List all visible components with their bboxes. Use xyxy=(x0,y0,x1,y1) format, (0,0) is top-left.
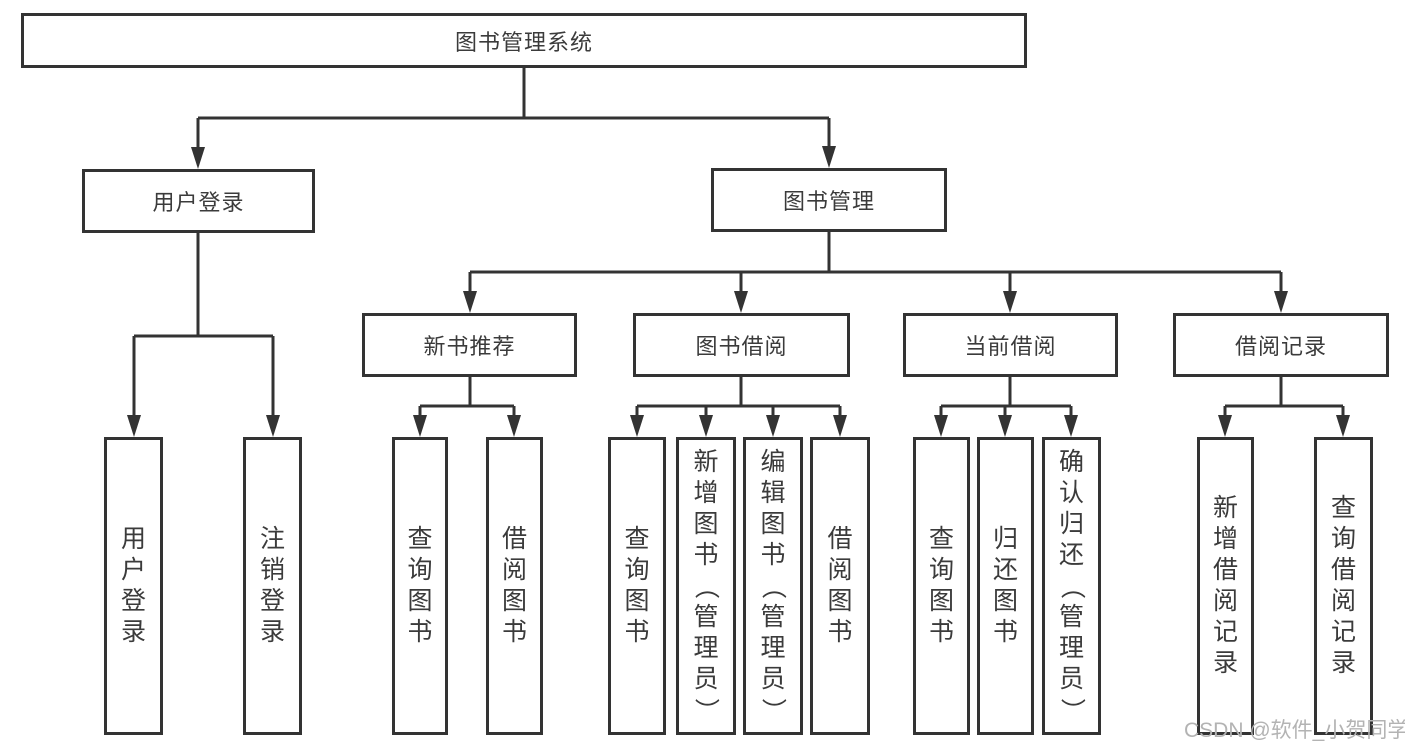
node-book-management: 图书管理 xyxy=(711,168,947,232)
node-current-borrowing: 当前借阅 xyxy=(903,313,1118,377)
leaf-label: 查询图书 xyxy=(928,525,954,646)
leaf-user-login: 用户登录 xyxy=(104,437,163,735)
leaf-query-books-recommend: 查询图书 xyxy=(392,437,448,735)
csdn-watermark: CSDN @软件_小贺同学 xyxy=(1184,719,1405,742)
leaf-edit-book-admin: 编辑图书（管理员） xyxy=(743,437,803,735)
leaf-label: 借阅图书 xyxy=(827,525,853,646)
node-library-management-system: 图书管理系统 xyxy=(21,13,1027,68)
leaf-borrow-books-recommend: 借阅图书 xyxy=(486,437,543,735)
node-label: 用户登录 xyxy=(152,190,245,215)
leaf-label: 查询图书 xyxy=(407,525,433,646)
leaf-label: 用户登录 xyxy=(120,525,146,646)
node-label: 借阅记录 xyxy=(1234,334,1327,359)
node-book-borrowing: 图书借阅 xyxy=(633,313,850,377)
leaf-borrow-books: 借阅图书 xyxy=(810,437,870,735)
leaf-query-books-current: 查询图书 xyxy=(913,437,970,735)
leaf-label: 查询图书 xyxy=(624,525,650,646)
node-label: 当前借阅 xyxy=(964,334,1057,359)
leaf-query-books-borrow: 查询图书 xyxy=(608,437,666,735)
node-label: 图书管理系统 xyxy=(454,29,593,55)
leaf-label: 借阅图书 xyxy=(501,525,527,646)
leaf-confirm-return-admin: 确认归还（管理员） xyxy=(1042,437,1101,735)
leaf-logout: 注销登录 xyxy=(243,437,302,735)
node-label: 图书借阅 xyxy=(695,334,788,359)
leaf-label: 查询借阅记录 xyxy=(1330,494,1356,677)
leaf-add-borrow-record: 新增借阅记录 xyxy=(1197,437,1254,735)
node-new-book-recommend: 新书推荐 xyxy=(362,313,577,377)
leaf-label: 编辑图书（管理员） xyxy=(759,447,788,723)
leaf-label: 确认归还（管理员） xyxy=(1057,447,1086,723)
node-label: 图书管理 xyxy=(782,189,875,214)
leaf-return-book: 归还图书 xyxy=(977,437,1034,735)
leaf-label: 归还图书 xyxy=(992,525,1018,646)
node-user-login: 用户登录 xyxy=(82,169,315,233)
node-label: 新书推荐 xyxy=(423,334,516,359)
leaf-query-borrow-record: 查询借阅记录 xyxy=(1314,437,1373,735)
node-borrowing-records: 借阅记录 xyxy=(1173,313,1389,377)
leaf-label: 新增借阅记录 xyxy=(1212,494,1238,677)
leaf-label: 注销登录 xyxy=(259,525,285,646)
leaf-add-book-admin: 新增图书（管理员） xyxy=(676,437,736,735)
leaf-label: 新增图书（管理员） xyxy=(692,447,721,723)
